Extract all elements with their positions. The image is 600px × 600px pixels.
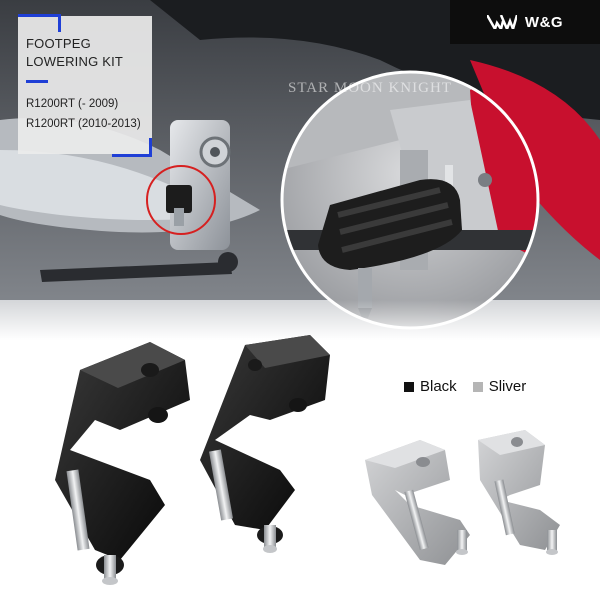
silver-swatch xyxy=(472,381,483,392)
motorcycle-photo xyxy=(0,0,600,340)
legend-item-black: Black xyxy=(404,378,457,395)
corner-bracket-bottom-h xyxy=(112,154,152,157)
legend-item-silver: Sliver xyxy=(472,378,527,395)
model-compat-2: R1200RT (2010-2013) xyxy=(26,118,141,130)
legend-label-silver: Sliver xyxy=(488,378,527,395)
wings-logo-icon xyxy=(486,15,517,29)
model-compat-1: R1200RT (- 2009) xyxy=(26,98,119,110)
product-title-line-2: LOWERING KIT xyxy=(26,54,124,69)
product-parts-illustration xyxy=(55,335,560,585)
corner-bracket-top-h xyxy=(18,14,60,17)
corner-bracket-mid-h xyxy=(26,80,48,83)
black-swatch xyxy=(404,381,414,392)
corner-bracket-bottom-v xyxy=(149,138,152,157)
title-panel: FOOTPEG LOWERING KIT R1200RT (- 2009) R1… xyxy=(18,16,152,154)
product-title-line-1: FOOTPEG xyxy=(26,36,91,51)
silver-bracket-left xyxy=(365,440,470,565)
black-bracket-right xyxy=(200,335,330,553)
watermark-text: STAR MOON KNIGHT xyxy=(288,80,452,96)
color-legend: Black Sliver xyxy=(404,378,534,395)
silver-bracket-right xyxy=(478,430,560,555)
corner-bracket-top-v xyxy=(58,14,61,32)
legend-label-black: Black xyxy=(420,378,457,395)
black-bracket-left xyxy=(55,342,190,585)
brand-logo: W&G xyxy=(450,0,600,44)
brand-name: W&G xyxy=(524,13,564,31)
